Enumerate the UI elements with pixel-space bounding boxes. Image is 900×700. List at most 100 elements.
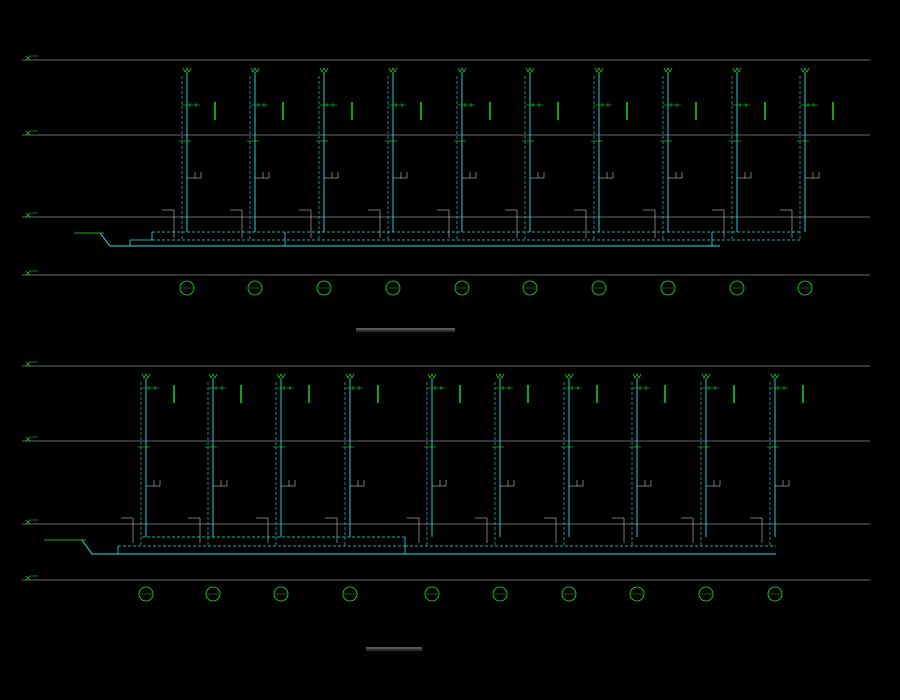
valve-icon: [457, 103, 475, 107]
level-marker-level-2: [25, 436, 38, 442]
flow-switch-mark: [737, 172, 752, 179]
horizontal-mains: [117, 536, 776, 554]
sprinkler-head-icon: [663, 67, 673, 73]
sprinkler-head-icon: [525, 67, 535, 73]
diagram-title-lower: [366, 647, 422, 651]
drain-leader: [256, 517, 269, 543]
drain-leader: [712, 209, 725, 238]
drain-leader: [299, 209, 312, 238]
grid-bubble: [729, 280, 745, 296]
flow-switch-mark: [569, 480, 584, 487]
grid-bubble: [138, 586, 154, 602]
drain-leader: [475, 517, 488, 543]
grid-bubble: [342, 586, 358, 602]
valve-icon: [701, 386, 719, 390]
grid-bubble: [179, 280, 195, 296]
drain-leader: [121, 517, 134, 543]
valve-icon: [495, 386, 513, 390]
flow-switch-mark: [393, 172, 408, 179]
valve-icon: [250, 103, 268, 107]
valve-icon: [319, 103, 337, 107]
flow-switch-mark: [281, 480, 296, 487]
riser-6: [475, 373, 529, 602]
main-branch-left: [129, 232, 153, 246]
drain-leader: [407, 517, 420, 543]
sprinkler-head-icon: [319, 67, 329, 73]
drain-leader: [574, 209, 587, 238]
flow-switch-mark: [706, 480, 721, 487]
grid-bubble: [767, 586, 783, 602]
valve-icon: [564, 386, 582, 390]
risers: [162, 67, 834, 296]
grid-bubble: [273, 586, 289, 602]
grid-bubble: [591, 280, 607, 296]
flow-switch-mark: [637, 480, 652, 487]
flow-switch-mark: [146, 480, 161, 487]
valve-icon: [663, 103, 681, 107]
grid-bubble: [797, 280, 813, 296]
sprinkler-head-icon: [495, 373, 505, 379]
level-marker-basement: [25, 270, 38, 276]
riser-7: [574, 67, 628, 296]
flow-switch-mark: [432, 480, 447, 487]
valve-icon: [276, 386, 294, 390]
diagram-title-upper: [356, 328, 455, 332]
valve-icon: [208, 386, 226, 390]
level-marker-basement: [25, 575, 38, 581]
grid-bubble: [424, 586, 440, 602]
sprinkler-head-icon: [594, 67, 604, 73]
drain-leader: [437, 209, 450, 238]
riser-4: [368, 67, 422, 296]
valve-icon: [141, 386, 159, 390]
flow-switch-mark: [255, 172, 270, 179]
drain-leader: [188, 517, 201, 543]
grid-bubble: [561, 586, 577, 602]
drain-leader: [780, 209, 793, 238]
drain-leader: [368, 209, 381, 238]
sprinkler-head-icon: [800, 67, 810, 73]
flow-switch-mark: [187, 172, 202, 179]
grid-bubble: [522, 280, 538, 296]
horizontal-mains: [129, 231, 800, 246]
flow-switch-mark: [805, 172, 820, 179]
flow-switch-mark: [350, 480, 365, 487]
risers: [121, 373, 804, 602]
floor-levels: [22, 55, 870, 276]
grid-bubble: [385, 280, 401, 296]
sprinkler-head-icon: [732, 67, 742, 73]
riser-6: [505, 67, 559, 296]
valve-icon: [594, 103, 612, 107]
riser-5: [437, 67, 491, 296]
sprinkler-head-icon: [141, 373, 151, 379]
riser-1: [121, 373, 175, 602]
drain-leader: [505, 209, 518, 238]
drain-leader: [750, 517, 763, 543]
main-dashed-1: [118, 536, 405, 547]
drain-leader: [325, 517, 338, 543]
valve-icon: [525, 103, 543, 107]
riser-4: [325, 373, 379, 602]
supply-inlet: [44, 539, 776, 555]
valve-icon: [427, 386, 445, 390]
drain-leader: [681, 517, 694, 543]
riser-7: [544, 373, 598, 602]
grid-bubble: [629, 586, 645, 602]
level-marker-level-2: [25, 130, 38, 136]
riser-diagram-lower: [22, 361, 870, 602]
riser-8: [612, 373, 666, 602]
sprinkler-head-icon: [770, 373, 780, 379]
level-marker-level-1: [25, 519, 38, 525]
level-marker-level-1: [25, 212, 38, 218]
flow-switch-mark: [775, 480, 790, 487]
drain-leader: [230, 209, 243, 238]
grid-bubble: [698, 586, 714, 602]
riser-8: [643, 67, 697, 296]
valve-icon: [770, 386, 788, 390]
flow-switch-mark: [500, 480, 515, 487]
riser-9: [681, 373, 735, 602]
sprinkler-head-icon: [388, 67, 398, 73]
grid-bubble: [660, 280, 676, 296]
riser-2: [188, 373, 242, 602]
flow-switch-mark: [530, 172, 545, 179]
riser-10: [780, 67, 834, 296]
